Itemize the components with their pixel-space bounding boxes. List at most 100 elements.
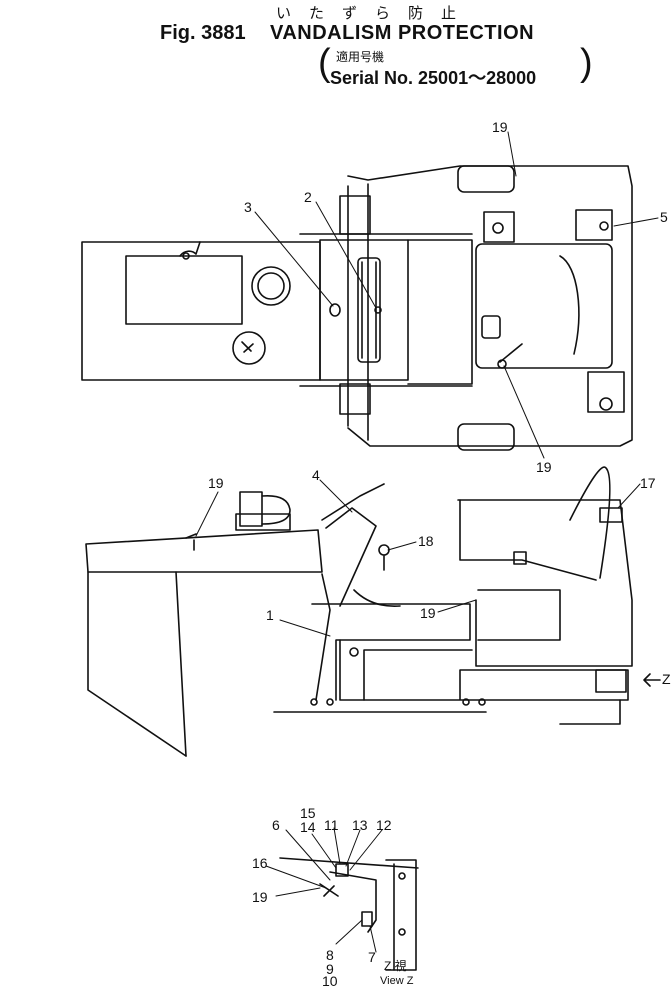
side-body-edge	[175, 571, 187, 757]
throttle-lever	[321, 483, 385, 521]
view-z-marker: Z	[662, 671, 671, 687]
leader-13	[345, 829, 361, 867]
callout-19-top: 19	[492, 119, 508, 135]
leader-17	[617, 483, 641, 509]
rear-lock-pin	[599, 397, 613, 411]
hood-lock-pin	[182, 252, 190, 260]
leader-4	[319, 479, 353, 513]
dash-support	[315, 573, 331, 701]
callout-12: 12	[376, 817, 392, 833]
callout-9: 9	[326, 961, 334, 977]
view-z-leaders	[265, 827, 383, 953]
pedal-bracket	[483, 211, 515, 243]
left-bracket-bottom	[339, 383, 371, 415]
callout-8: 8	[326, 947, 334, 963]
step-bottom	[457, 423, 515, 451]
detail-frame	[385, 859, 417, 971]
serial-range: Serial No. 25001～28000	[330, 68, 537, 88]
detail-bracket	[361, 911, 373, 927]
lock-3	[329, 303, 341, 317]
leader-1	[279, 619, 331, 637]
lock-5-pin	[599, 221, 609, 231]
lock-19-lever	[499, 343, 523, 363]
left-paren: (	[318, 42, 331, 84]
callout-7: 7	[368, 949, 376, 965]
hood-lock-side	[185, 533, 197, 551]
callout-19-mid: 19	[536, 459, 552, 475]
side-view-leaders	[195, 479, 641, 637]
leader-8	[335, 919, 363, 945]
top-view	[81, 165, 633, 451]
callout-14: 14	[300, 819, 316, 835]
hood-lock-top	[179, 241, 201, 257]
leader-16	[265, 865, 327, 889]
lever-cover	[357, 257, 381, 363]
callout-19-z: 19	[252, 889, 268, 905]
leader-2	[315, 201, 377, 309]
step-top	[457, 165, 515, 193]
leader-19-mid	[503, 365, 545, 459]
callout-16: 16	[252, 855, 268, 871]
seat-lock	[513, 551, 527, 565]
side-frame-lower	[339, 639, 629, 701]
callout-15: 15	[300, 805, 316, 821]
view-z-lock	[595, 669, 627, 693]
lock-19-center	[497, 359, 507, 369]
top-view-leaders	[254, 131, 659, 459]
rear-frame	[559, 699, 621, 725]
exhaust-base	[235, 513, 291, 531]
lock-17	[599, 507, 623, 523]
callout-11: 11	[324, 817, 339, 833]
callout-4: 4	[312, 467, 320, 483]
right-paren: )	[580, 42, 593, 84]
side-housing	[363, 649, 473, 701]
side-frame-upper	[311, 603, 471, 701]
left-bracket-top	[339, 195, 371, 235]
callout-13: 13	[352, 817, 368, 833]
leader-6	[285, 829, 331, 881]
dash-side	[325, 507, 377, 607]
detail-bolt-bottom	[398, 928, 406, 936]
seat-top	[475, 243, 613, 369]
leader-19-z	[275, 887, 321, 897]
leader-19-low	[437, 599, 477, 613]
view-z-arrow	[643, 673, 661, 687]
view-z-caption: Z 視	[384, 958, 407, 973]
callout-19-side: 19	[208, 475, 224, 491]
leader-19-top	[507, 131, 517, 177]
japanese-serial-label: 適用号機	[336, 50, 385, 64]
callout-3: 3	[244, 199, 252, 215]
seat-base-side	[459, 499, 597, 581]
detail-top-edge	[279, 857, 419, 869]
callout-18: 18	[418, 533, 434, 549]
frame-bolt	[349, 647, 359, 657]
filler-cap-inner	[257, 272, 285, 300]
side-view	[85, 466, 661, 757]
rear-lock-bracket	[587, 371, 625, 413]
muffler-outlet	[232, 331, 266, 365]
step-box	[477, 589, 561, 641]
callout-1: 1	[266, 607, 274, 623]
callout-19-low: 19	[420, 605, 436, 621]
cab-inner-frame	[367, 183, 473, 441]
bolt-d	[478, 698, 486, 706]
lock-5-bracket	[575, 209, 613, 241]
callout-6: 6	[272, 817, 280, 833]
leader-3	[254, 211, 334, 307]
filler-cap	[251, 266, 291, 306]
japanese-title: いたずら防止	[276, 4, 475, 22]
leader-5	[613, 217, 659, 227]
leader-7	[369, 925, 377, 953]
hood-panel	[125, 255, 243, 325]
seat-back-side	[569, 466, 611, 579]
view-z-detail	[279, 857, 419, 971]
control-linkage	[353, 589, 401, 607]
seat-back-curve	[559, 255, 580, 355]
callout-5: 5	[660, 209, 668, 225]
detail-latch	[329, 871, 377, 933]
muffler-side	[261, 494, 291, 525]
bolt-c	[462, 698, 470, 706]
muffler-detail	[241, 341, 254, 353]
side-front-body	[87, 571, 187, 757]
